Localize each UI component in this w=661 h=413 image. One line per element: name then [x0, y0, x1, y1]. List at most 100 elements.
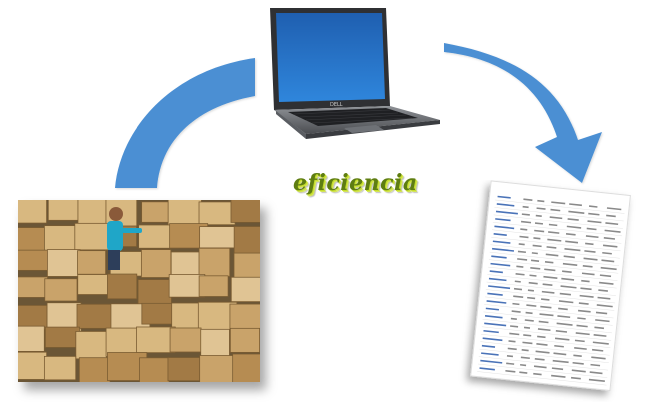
cardboard-box	[74, 222, 113, 251]
report-line	[604, 229, 621, 233]
cardboard-box	[139, 357, 170, 382]
report-line	[606, 214, 616, 218]
report-line	[488, 285, 511, 290]
report-row-divider	[492, 222, 623, 237]
report-line	[592, 341, 609, 345]
report-line	[573, 354, 582, 357]
cardboard-box	[198, 275, 229, 297]
report-line	[560, 285, 577, 289]
report-line	[602, 244, 618, 248]
cardboard-box	[18, 325, 45, 352]
report-line	[595, 319, 610, 323]
report-line	[554, 337, 570, 341]
report-line	[544, 261, 554, 264]
cardboard-box	[230, 276, 260, 303]
report-line	[588, 212, 600, 216]
cardboard-box	[229, 303, 260, 332]
report-line	[485, 307, 500, 311]
report-line	[541, 290, 555, 294]
report-line	[536, 207, 546, 210]
report-line	[551, 367, 564, 371]
report-line	[562, 270, 572, 273]
report-line	[572, 361, 584, 365]
report-line	[490, 262, 511, 267]
report-row-divider	[493, 214, 623, 229]
report-row-divider	[494, 207, 624, 222]
cardboard-box	[233, 252, 260, 279]
report-line	[536, 343, 548, 346]
cardboard-box	[136, 326, 176, 354]
report-line	[549, 216, 563, 220]
report-line	[587, 220, 602, 224]
report-line	[541, 298, 550, 301]
cardboard-box	[233, 226, 260, 257]
report-line	[535, 214, 542, 218]
report-line	[523, 326, 531, 329]
report-line	[482, 337, 503, 342]
report-line	[581, 272, 595, 276]
cardboard-box	[18, 351, 48, 380]
cardboard-box	[77, 250, 106, 275]
report-line	[574, 347, 587, 350]
report-row-divider	[491, 237, 621, 252]
cardboard-box	[18, 249, 49, 271]
report-line	[537, 335, 546, 339]
report-line	[529, 274, 537, 277]
report-line	[520, 228, 528, 231]
report-line	[574, 339, 585, 343]
report-line	[523, 334, 532, 337]
report-line	[484, 315, 503, 319]
report-line	[579, 294, 594, 298]
cardboard-box	[232, 353, 260, 382]
report-line	[533, 372, 542, 376]
report-line	[599, 281, 614, 285]
report-line	[571, 369, 586, 373]
report-line	[567, 218, 579, 221]
report-line	[531, 252, 538, 255]
report-line	[492, 240, 511, 244]
report-line	[553, 352, 567, 356]
report-line	[595, 311, 608, 315]
report-line	[547, 238, 562, 242]
cardboard-box	[78, 357, 111, 382]
report-line	[600, 266, 617, 271]
laptop-icon: DELL	[270, 8, 440, 139]
report-line	[481, 344, 496, 348]
report-row-divider	[482, 319, 612, 334]
report-line	[594, 326, 605, 330]
report-line	[481, 352, 499, 356]
report-row-divider	[484, 296, 615, 311]
report-line	[508, 340, 516, 343]
report-line	[513, 295, 524, 299]
report-line	[581, 279, 590, 283]
report-line	[528, 281, 538, 285]
report-row-divider	[477, 363, 608, 378]
report-line	[597, 296, 611, 300]
report-line	[565, 233, 576, 236]
report-line	[523, 198, 533, 201]
report-line	[537, 199, 545, 203]
report-line	[602, 251, 612, 255]
report-line	[514, 280, 521, 283]
report-row-divider	[477, 371, 607, 386]
report-line	[555, 330, 568, 333]
report-line	[559, 292, 571, 296]
report-line	[515, 273, 525, 276]
report-line	[486, 300, 507, 304]
report-line	[496, 203, 515, 207]
report-line	[580, 287, 592, 291]
report-line	[483, 329, 499, 334]
report-row-divider	[483, 311, 613, 326]
report-line	[542, 283, 553, 287]
report-line	[562, 262, 578, 266]
report-line	[556, 322, 573, 326]
report-line	[525, 311, 533, 315]
cardboard-box	[140, 249, 172, 278]
report-line	[527, 296, 536, 300]
report-line	[598, 289, 608, 292]
report-line	[552, 359, 569, 364]
cardboard-box	[77, 200, 110, 225]
report-line	[588, 378, 605, 383]
report-line	[605, 222, 619, 226]
report-line	[524, 319, 534, 322]
